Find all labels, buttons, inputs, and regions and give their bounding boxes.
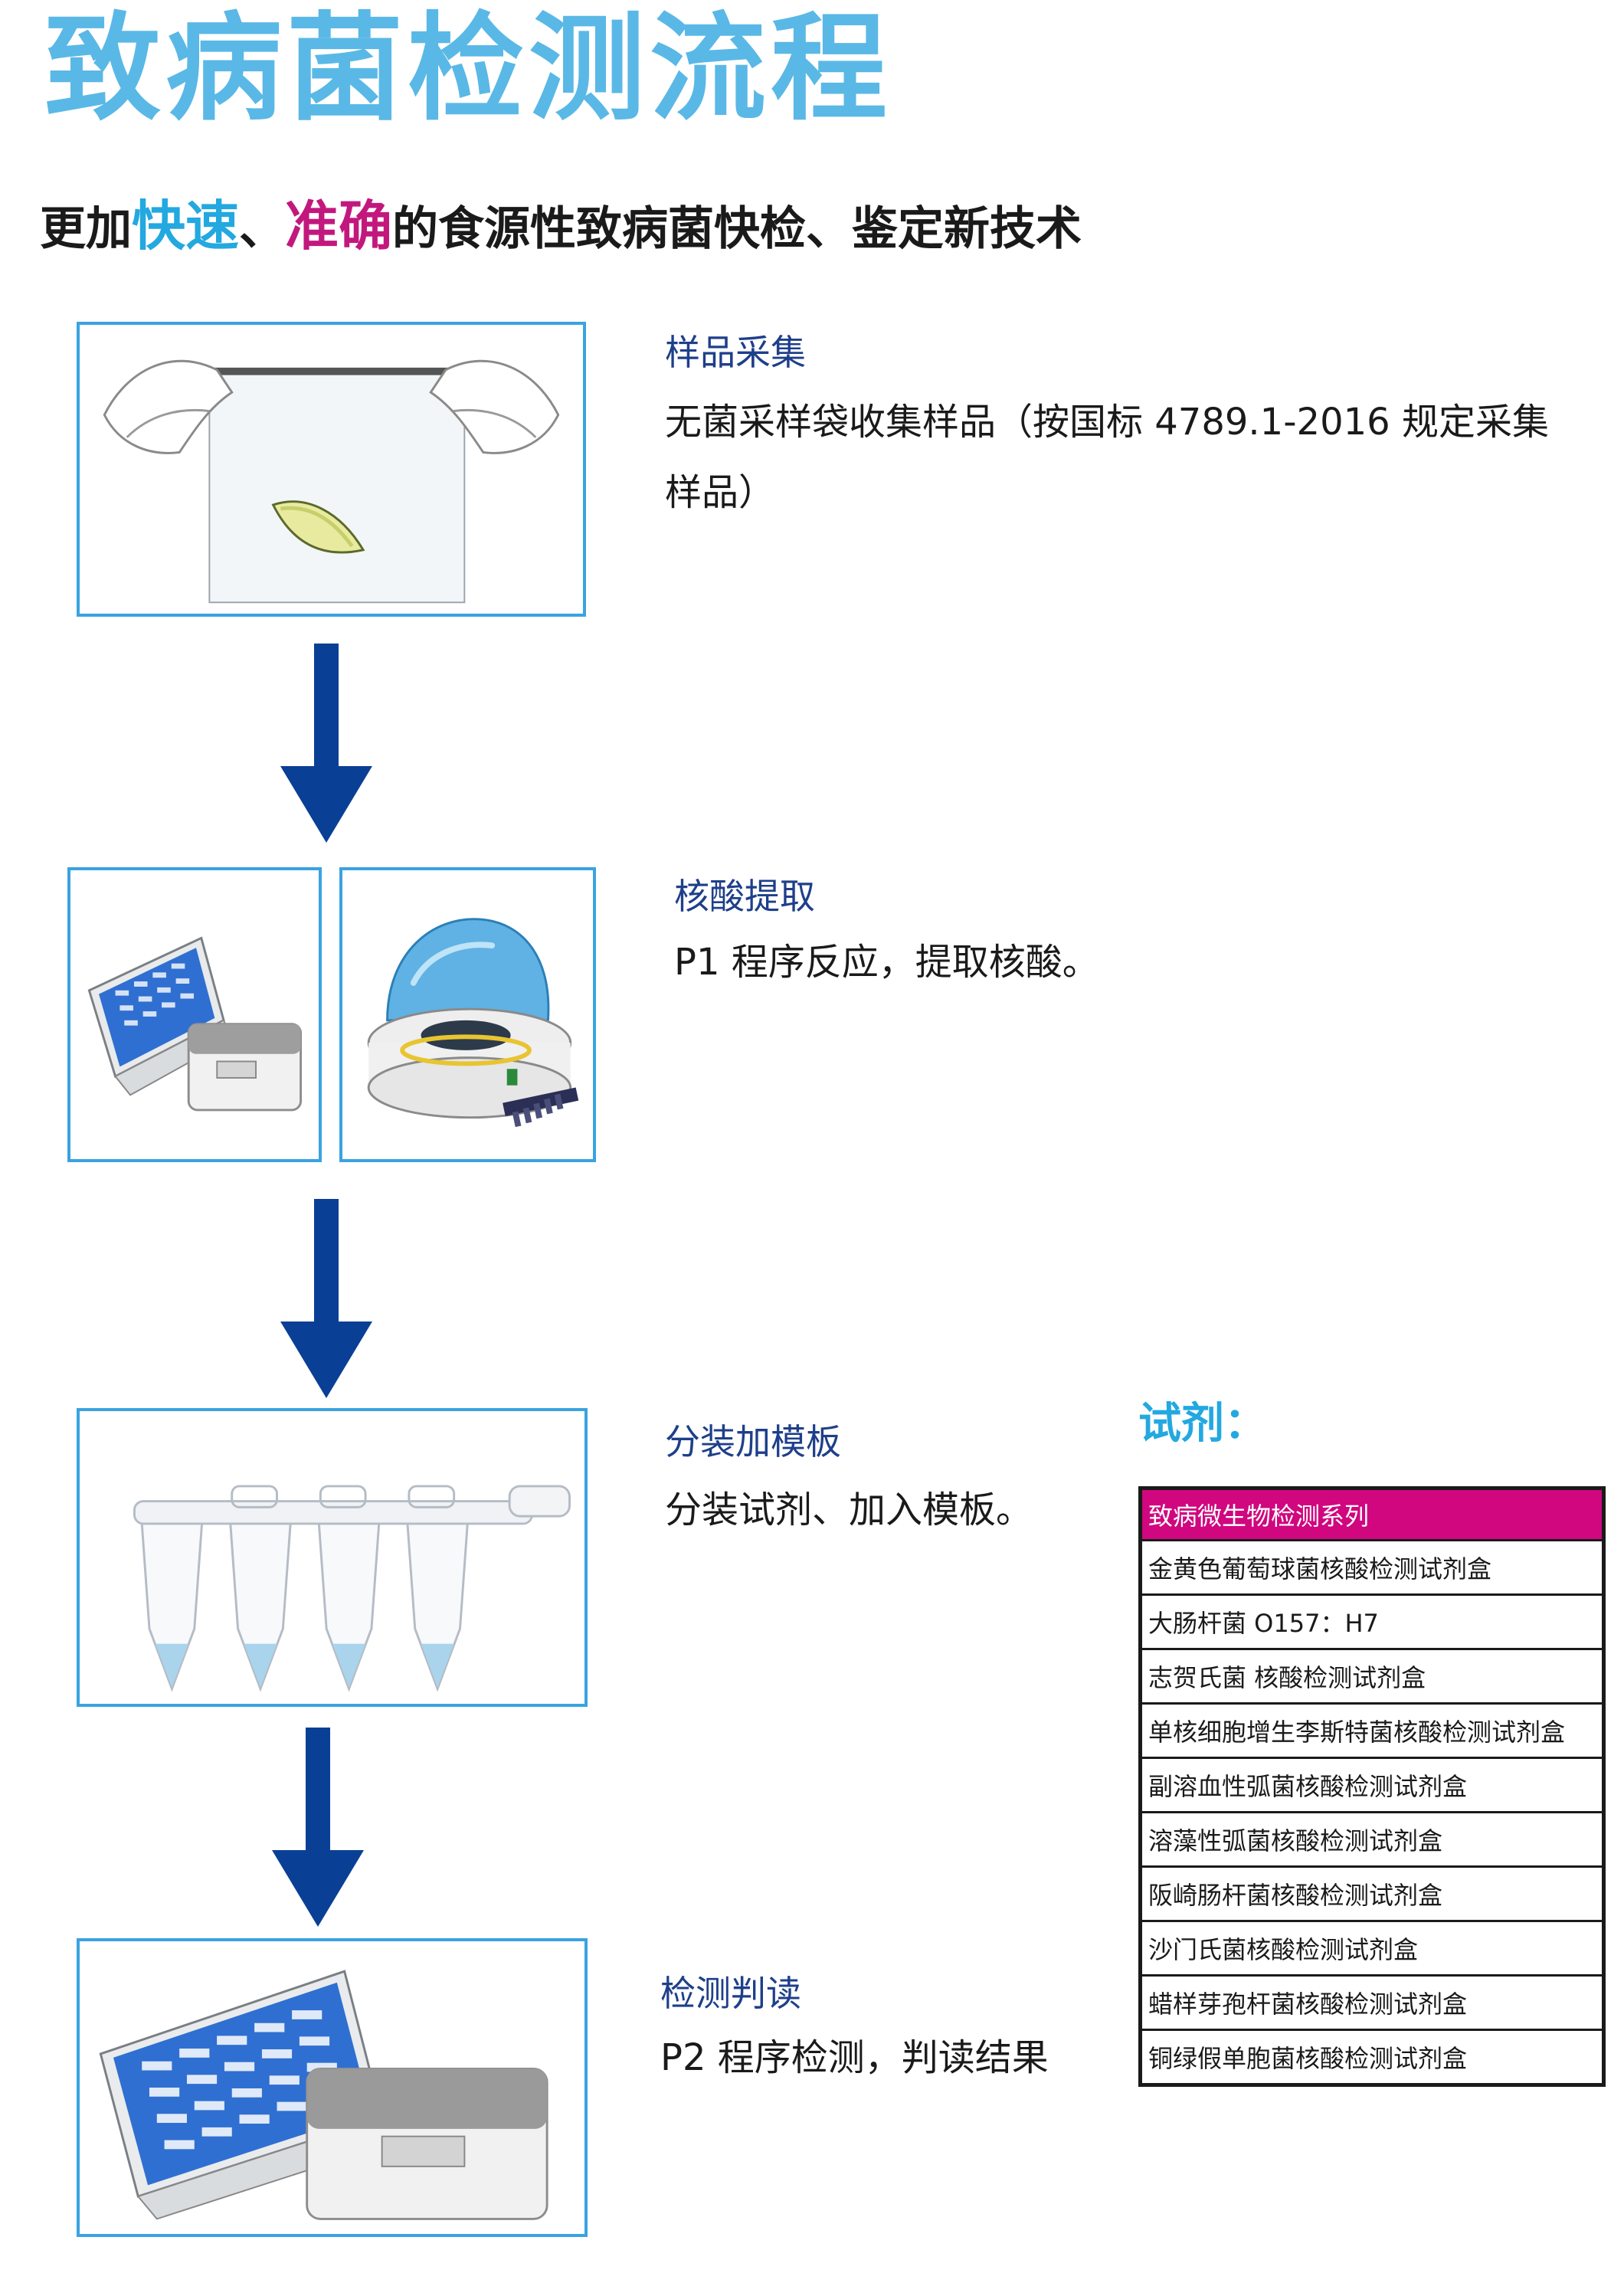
detector-device-image (77, 1938, 588, 2237)
step-desc-sampling: 无菌采样袋收集样品（按国标 4789.1-2016 规定采集样品） (665, 401, 1549, 514)
reagent-row: 金黄色葡萄球菌核酸检测试剂盒 (1139, 1539, 1605, 1596)
reagent-row: 大肠杆菌 O157：H7 (1139, 1593, 1605, 1650)
detector-device-illustration (99, 1970, 548, 2220)
centrifuge-image (339, 867, 596, 1162)
down-arrow-icon (280, 644, 372, 843)
reagent-item: 铜绿假单胞菌核酸检测试剂盒 (1139, 2029, 1605, 2086)
subtitle-suffix: 的食源性致病菌快检、鉴定新技术 (392, 202, 1082, 256)
reagent-item: 单核细胞增生李斯特菌核酸检测试剂盒 (1139, 1702, 1605, 1759)
step-title-detection: 检测判读 (660, 1973, 801, 2014)
page-subtitle: 更加快速、准确的食源性致病菌快检、鉴定新技术 (40, 192, 1082, 264)
reagent-row: 副溶血性弧菌核酸检测试剂盒 (1139, 1757, 1605, 1813)
reagent-item: 阪崎肠杆菌核酸检测试剂盒 (1139, 1865, 1605, 1922)
reagent-row: 沙门氏菌核酸检测试剂盒 (1139, 1920, 1605, 1977)
reagent-item: 金黄色葡萄球菌核酸检测试剂盒 (1139, 1539, 1605, 1596)
reagent-item: 溶藻性弧菌核酸检测试剂盒 (1139, 1811, 1605, 1868)
down-arrow-icon (280, 1199, 372, 1398)
step-title-extraction: 核酸提取 (674, 876, 815, 917)
step-desc-extraction: P1 程序反应，提取核酸。 (674, 941, 1099, 984)
reagent-item: 副溶血性弧菌核酸检测试剂盒 (1139, 1757, 1605, 1813)
pcr-tubes-illustration (133, 1485, 571, 1692)
reagent-item: 大肠杆菌 O157：H7 (1139, 1593, 1605, 1650)
subtitle-accurate: 准确 (285, 195, 392, 257)
pcr-tubes-image (77, 1408, 588, 1707)
reagent-row: 单核细胞增生李斯特菌核酸检测试剂盒 (1139, 1702, 1605, 1759)
reagent-row: 志贺氏菌 核酸检测试剂盒 (1139, 1648, 1605, 1705)
analyzer-device-image (67, 867, 322, 1162)
down-arrow-icon (272, 1728, 364, 1927)
page-title: 致病菌检测流程 (44, 1, 892, 136)
reagent-table: 致病微生物检测系列 金黄色葡萄球菌核酸检测试剂盒 大肠杆菌 O157：H7 志贺… (1138, 1486, 1606, 2087)
reagent-row: 溶藻性弧菌核酸检测试剂盒 (1139, 1811, 1605, 1868)
reagent-item: 志贺氏菌 核酸检测试剂盒 (1139, 1648, 1605, 1705)
centrifuge-illustration (367, 918, 579, 1128)
reagent-section-title: 试剂： (1138, 1399, 1267, 1449)
reagent-item: 蜡样芽孢杆菌核酸检测试剂盒 (1139, 1974, 1605, 2031)
reagent-table-header-row: 致病微生物检测系列 (1139, 1487, 1605, 1541)
analyzer-device-illustration (87, 936, 303, 1112)
reagent-item: 沙门氏菌核酸检测试剂盒 (1139, 1920, 1605, 1977)
sample-bag-image (77, 322, 586, 617)
reagent-row: 蜡样芽孢杆菌核酸检测试剂盒 (1139, 1974, 1605, 2031)
step-desc-dispensing: 分装试剂、加入模板。 (665, 1489, 1033, 1531)
subtitle-fast: 快速 (132, 195, 239, 257)
reagent-row: 阪崎肠杆菌核酸检测试剂盒 (1139, 1865, 1605, 1922)
step-title-dispensing: 分装加模板 (665, 1421, 841, 1462)
sample-bag-illustration (103, 359, 560, 604)
step-desc-detection: P2 程序检测，判读结果 (660, 2036, 1049, 2079)
subtitle-sep: 、 (239, 202, 285, 256)
reagent-row: 铜绿假单胞菌核酸检测试剂盒 (1139, 2029, 1605, 2086)
subtitle-prefix: 更加 (40, 202, 132, 256)
step-title-sampling: 样品采集 (665, 332, 806, 373)
reagent-table-header: 致病微生物检测系列 (1139, 1487, 1605, 1541)
